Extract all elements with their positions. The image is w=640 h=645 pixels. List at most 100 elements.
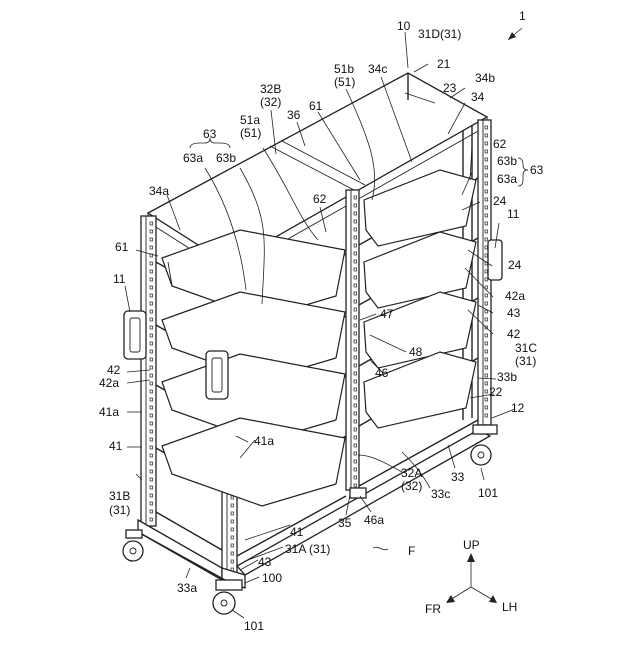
post-hole [354, 476, 357, 479]
label-32A-sub: (32) [401, 479, 422, 493]
post-hole [485, 166, 488, 169]
post-hole [150, 390, 153, 393]
post-hole [150, 438, 153, 441]
handle-11-left [124, 311, 146, 359]
post-hole [231, 496, 234, 499]
post-hole [354, 300, 357, 303]
label-33c: 33c [431, 487, 450, 501]
label-62-right: 62 [493, 137, 507, 151]
post-hole [485, 150, 488, 153]
post-hole [485, 318, 488, 321]
label-31C: 31C [515, 341, 537, 355]
direction-front-label: FR [425, 602, 441, 616]
label-31C-sub: (31) [515, 354, 536, 368]
post-hole [354, 372, 357, 375]
post-hole [354, 268, 357, 271]
post-hole [150, 358, 153, 361]
label-42-left: 42 [107, 363, 121, 377]
label-36: 36 [287, 108, 301, 122]
label-10: 10 [397, 19, 411, 33]
label-48: 48 [409, 345, 423, 359]
label-22: 22 [489, 385, 503, 399]
label-63b-right: 63b [497, 154, 517, 168]
post-hole [485, 126, 488, 129]
post-hole [354, 244, 357, 247]
direction-left-label: LH [502, 600, 517, 614]
post-hole [354, 444, 357, 447]
post-hole [485, 238, 488, 241]
post-hole [485, 358, 488, 361]
post-hole [354, 468, 357, 471]
post-hole [150, 318, 153, 321]
label-F: F [408, 544, 415, 558]
figure-reference-arrow [508, 28, 522, 40]
post-hole [354, 452, 357, 455]
label-34b: 34b [475, 71, 495, 85]
label-51a-sub: (51) [240, 126, 261, 140]
label-31D-sub: (31) [440, 27, 461, 41]
post-hole [231, 528, 234, 531]
label-42a-right: 42a [505, 289, 525, 303]
post-hole [354, 460, 357, 463]
label-63a-left: 63a [183, 151, 203, 165]
post-hole [150, 366, 153, 369]
post-hole [485, 398, 488, 401]
label-51b-sub: (51) [334, 75, 355, 89]
post-hole [150, 414, 153, 417]
post-hole [354, 204, 357, 207]
post-hole [485, 190, 488, 193]
bins-right [364, 170, 476, 428]
post-hole [231, 512, 234, 515]
label-41-left: 41 [109, 439, 123, 453]
bins-left [162, 230, 345, 506]
label-51a: 51a [240, 113, 260, 127]
label-24-a: 24 [493, 194, 507, 208]
post-hole [150, 222, 153, 225]
post-hole [231, 544, 234, 547]
post-hole [485, 158, 488, 161]
post-hole [354, 356, 357, 359]
label-61-top: 61 [309, 99, 323, 113]
post-hole [485, 198, 488, 201]
direction-indicator: UP FR LH [425, 538, 517, 616]
post-hole [354, 380, 357, 383]
direction-up-label: UP [463, 538, 480, 552]
label-32A: 32A [401, 466, 422, 480]
label-42-right: 42 [507, 327, 521, 341]
post-hole [485, 414, 488, 417]
post-hole [150, 486, 153, 489]
post-hole [485, 214, 488, 217]
post-hole [231, 560, 234, 563]
post-hole [485, 294, 488, 297]
label-33: 33 [451, 470, 465, 484]
post-hole [150, 422, 153, 425]
label-101-bottom: 101 [244, 619, 264, 633]
label-24-b: 24 [508, 258, 522, 272]
post-hole [150, 462, 153, 465]
post-hole [150, 478, 153, 481]
post-hole [150, 334, 153, 337]
post-hole [150, 470, 153, 473]
post-hole [150, 342, 153, 345]
post-hole [354, 436, 357, 439]
shelf-cart-structure [123, 73, 502, 614]
post-hole [150, 270, 153, 273]
label-42a-left: 42a [99, 376, 119, 390]
label-31B-sub: (31) [109, 503, 130, 517]
post-hole [485, 142, 488, 145]
post-hole [354, 260, 357, 263]
post-hole [150, 238, 153, 241]
label-61-left: 61 [115, 240, 129, 254]
label-47: 47 [380, 307, 394, 321]
post-hole [354, 212, 357, 215]
post-hole [150, 302, 153, 305]
label-21: 21 [437, 57, 451, 71]
post-hole [354, 332, 357, 335]
post-hole [485, 350, 488, 353]
post-hole [150, 278, 153, 281]
arrow-front-icon [446, 595, 455, 603]
post-hole [354, 404, 357, 407]
post-hole [485, 278, 488, 281]
